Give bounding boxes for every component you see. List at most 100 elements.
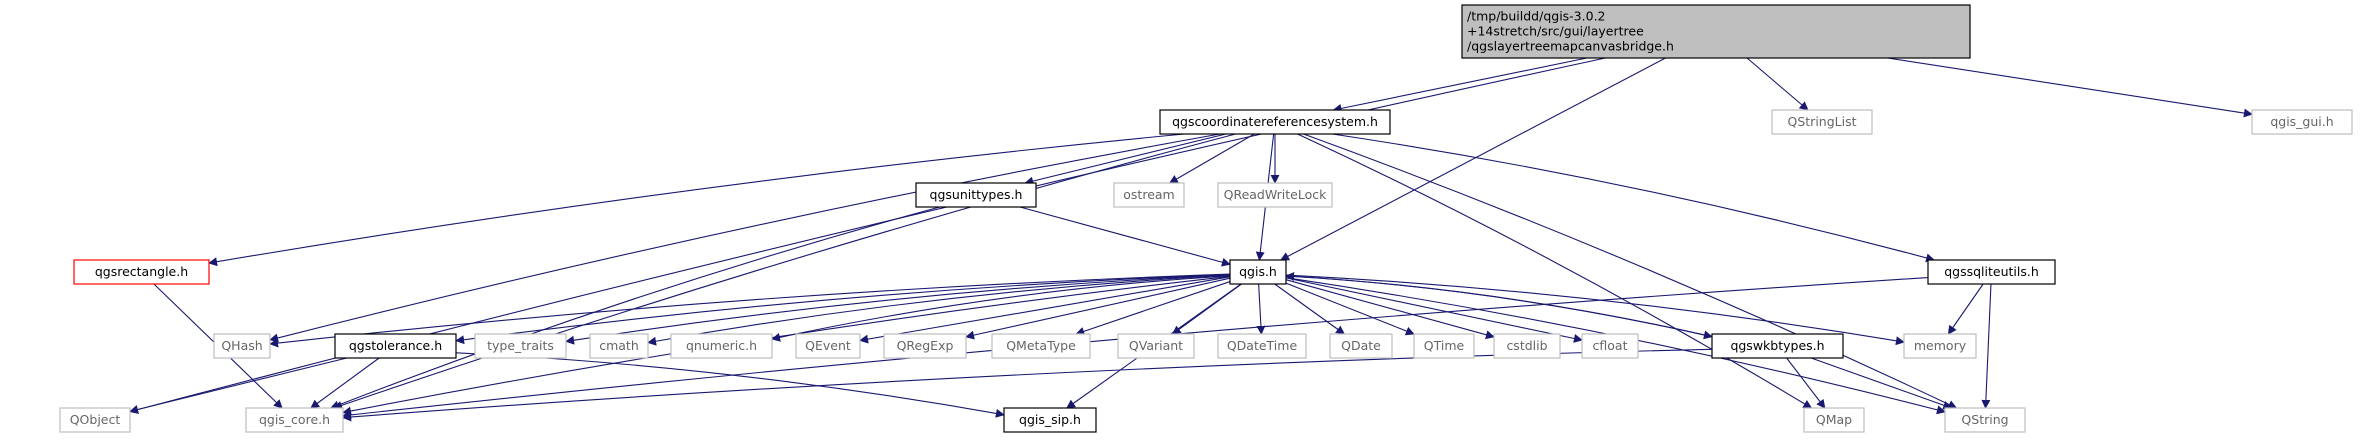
- node-box-qnumeric: [670, 333, 773, 359]
- node-label-qreadwritelock: QReadWriteLock: [1224, 187, 1328, 202]
- node-box-root: [1461, 4, 1971, 59]
- node-qmetatype: QMetaType: [991, 333, 1091, 359]
- node-box-qgsunittypes: [915, 182, 1037, 208]
- edge-qgswkbtypes-to-qmap: [1786, 357, 1826, 409]
- edge-qgis-to-cstdlib: [1285, 279, 1495, 340]
- node-label-qgsunittypes: qgsunittypes.h: [930, 187, 1023, 202]
- node-box-qgis: [1229, 259, 1287, 285]
- edge-qgis-to-qevent: [859, 276, 1231, 344]
- edge-crs-to-qstring: [1303, 133, 1958, 409]
- node-box-qgis_gui: [2251, 109, 2353, 135]
- node-label-root-line-2: /qgslayertreemapcanvasbridge.h: [1467, 39, 1674, 54]
- node-qgsunittypes[interactable]: qgsunittypes.h: [915, 182, 1037, 208]
- node-label-qmap: QMap: [1816, 412, 1852, 427]
- edge-crs-to-qgis_core: [333, 133, 1236, 410]
- node-label-qobject: QObject: [70, 412, 121, 427]
- node-label-root-line-1: +14stretch/src/gui/layertree: [1467, 24, 1644, 39]
- edge-crs-to-qmap: [1297, 133, 1813, 409]
- node-label-cfloat: cfloat: [1593, 338, 1628, 353]
- node-qgstolerance[interactable]: qgstolerance.h: [334, 333, 457, 359]
- node-label-qgstolerance: qgstolerance.h: [349, 338, 442, 353]
- node-label-qmetatype: QMetaType: [1006, 338, 1076, 353]
- edge-crs-to-qgssqliteutils: [1332, 133, 1936, 263]
- edge-qgis-to-cmath: [647, 274, 1231, 346]
- node-qstringlist: QStringList: [1771, 109, 1873, 135]
- edge-root-to-qgis: [1280, 57, 1666, 261]
- node-label-qgis_sip: qgis_sip.h: [1019, 412, 1081, 427]
- node-box-qevent: [795, 333, 861, 359]
- edge-qgssqliteutils-to-memory: [1947, 283, 1984, 335]
- node-box-qgis_core: [245, 407, 344, 433]
- node-box-qdatetime: [1217, 333, 1307, 359]
- edge-qgis-to-qhash: [269, 273, 1231, 348]
- node-label-cmath: cmath: [599, 338, 639, 353]
- node-box-memory: [1903, 333, 1977, 359]
- node-label-qstring: QString: [1961, 412, 2008, 427]
- edge-qgis-to-qgstolerance: [455, 273, 1231, 345]
- node-label-qgssqliteutils: qgssqliteutils.h: [1944, 264, 2039, 279]
- nodes: /tmp/buildd/qgis-3.0.2+14stretch/src/gui…: [59, 4, 2353, 433]
- node-cmath: cmath: [589, 333, 649, 359]
- edge-qgstolerance-to-qgis_sip: [455, 352, 1005, 418]
- node-box-qgstolerance: [334, 333, 457, 359]
- node-box-type_traits: [474, 333, 567, 359]
- node-qgsrectangle[interactable]: qgsrectangle.h: [73, 259, 210, 285]
- edge-qgis-to-memory: [1285, 274, 1905, 346]
- node-label-memory: memory: [1914, 338, 1967, 353]
- edge-qgis-to-qregexp: [965, 277, 1231, 340]
- node-qnumeric: qnumeric.h: [670, 333, 773, 359]
- node-qdate: QDate: [1329, 333, 1393, 359]
- node-box-qstringlist: [1771, 109, 1873, 135]
- edge-crs-to-qgsunittypes: [1024, 133, 1226, 186]
- node-qgis_gui: qgis_gui.h: [2251, 109, 2353, 135]
- node-label-crs: qgscoordinatereferencesystem.h: [1172, 114, 1378, 129]
- node-qgis_sip[interactable]: qgis_sip.h: [1003, 407, 1097, 433]
- edge-qgis-to-qnumeric: [771, 275, 1231, 342]
- edge-qgswkbtypes-to-qstring: [1810, 357, 1953, 410]
- node-crs[interactable]: qgscoordinatereferencesystem.h: [1159, 109, 1391, 135]
- edge-qgstolerance-to-qgis_core: [310, 357, 380, 409]
- edge-qgis-to-cfloat: [1285, 277, 1583, 343]
- node-box-qreadwritelock: [1217, 182, 1333, 208]
- node-box-qgssqliteutils: [1927, 259, 2056, 285]
- edge-qgis-to-type_traits: [565, 274, 1231, 345]
- node-qregexp: QRegExp: [883, 333, 967, 359]
- node-box-qgis_sip: [1003, 407, 1097, 433]
- node-label-qgis: qgis.h: [1239, 264, 1277, 279]
- node-qhash: QHash: [213, 333, 271, 359]
- edge-qgis-to-qdatetime: [1256, 283, 1266, 335]
- node-label-qnumeric: qnumeric.h: [686, 338, 757, 353]
- node-type_traits: type_traits: [474, 333, 567, 359]
- node-qgssqliteutils[interactable]: qgssqliteutils.h: [1927, 259, 2056, 285]
- node-box-qmetatype: [991, 333, 1091, 359]
- node-box-cstdlib: [1493, 333, 1561, 359]
- node-qtime: QTime: [1413, 333, 1475, 359]
- node-qevent: QEvent: [795, 333, 861, 359]
- node-label-root-line-0: /tmp/buildd/qgis-3.0.2: [1467, 9, 1606, 24]
- node-label-qtime: QTime: [1424, 338, 1465, 353]
- node-box-qstring: [1944, 407, 2026, 433]
- node-box-qhash: [213, 333, 271, 359]
- node-box-qdate: [1329, 333, 1393, 359]
- edge-qgstolerance-to-qobject: [129, 357, 347, 414]
- node-qgswkbtypes[interactable]: qgswkbtypes.h: [1711, 333, 1844, 359]
- edge-qgis-to-qtime: [1285, 282, 1415, 336]
- node-label-qvariant: QVariant: [1129, 338, 1183, 353]
- node-qgis_core: qgis_core.h: [245, 407, 344, 433]
- edge-root-to-qstringlist: [1746, 57, 1809, 111]
- node-box-qmap: [1803, 407, 1865, 433]
- node-label-qevent: QEvent: [805, 338, 851, 353]
- edges: [129, 57, 2253, 422]
- node-box-ostream: [1113, 182, 1185, 208]
- node-label-cstdlib: cstdlib: [1506, 338, 1547, 353]
- edge-qgswkbtypes-to-qgis: [1285, 271, 1713, 338]
- node-cfloat: cfloat: [1581, 333, 1639, 359]
- node-root[interactable]: /tmp/buildd/qgis-3.0.2+14stretch/src/gui…: [1461, 4, 1971, 59]
- edge-root-to-qgis_gui: [1887, 57, 2253, 118]
- node-qobject: QObject: [59, 407, 131, 433]
- node-label-qgis_core: qgis_core.h: [259, 412, 330, 427]
- edge-root-to-crs: [1332, 57, 1587, 113]
- edge-crs-to-ostream: [1168, 133, 1255, 184]
- node-qgis[interactable]: qgis.h: [1229, 259, 1287, 285]
- node-label-qgswkbtypes: qgswkbtypes.h: [1730, 338, 1824, 353]
